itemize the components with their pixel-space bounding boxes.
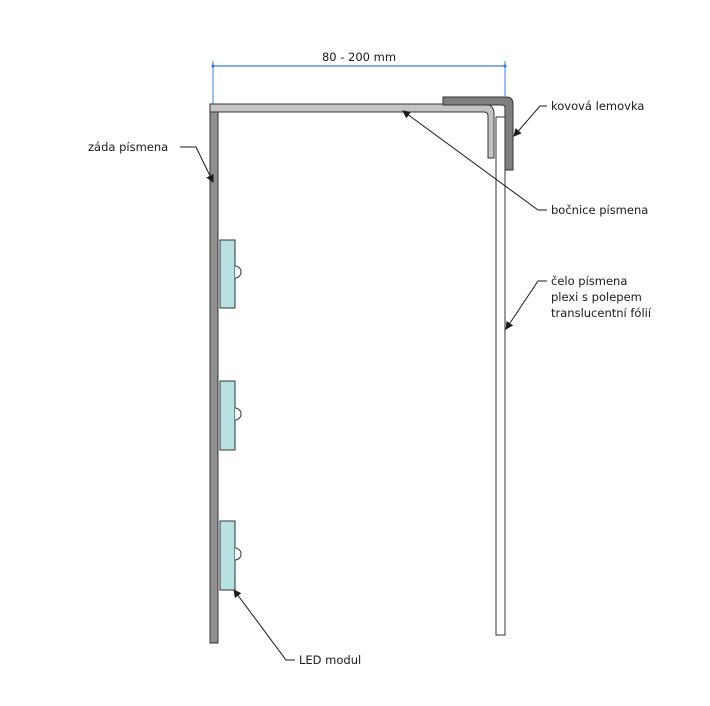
leader-back-panel <box>180 146 214 183</box>
led-module <box>219 520 242 591</box>
leader-lines <box>180 105 547 661</box>
led-diode-icon <box>234 547 242 561</box>
label-back-panel: záda písmena <box>88 140 168 154</box>
led-module <box>219 380 242 451</box>
label-metal-trim: kovová lemovka <box>551 99 644 113</box>
led-diode-icon <box>234 407 242 421</box>
leader-led-module <box>233 589 295 661</box>
back-panel <box>209 105 219 644</box>
led-module-body <box>219 520 236 591</box>
led-diode-icon <box>234 265 242 279</box>
led-module <box>219 239 242 309</box>
label-face-panel-line1: čelo písmena <box>551 274 627 288</box>
label-side-panel: bočnice písmena <box>551 203 648 217</box>
side-panel <box>209 103 495 159</box>
dimension-annotation: 80 - 200 mm <box>211 50 507 104</box>
leader-side-panel <box>402 110 547 211</box>
leader-face-panel <box>505 280 547 330</box>
dimension-label: 80 - 200 mm <box>322 50 396 64</box>
label-face-panel-line2: plexi s polepem <box>551 290 642 304</box>
face-panel <box>495 116 506 636</box>
label-face-panel-line3: translucentní fólií <box>551 306 652 320</box>
leader-metal-trim <box>513 105 547 137</box>
label-led-module: LED modul <box>299 653 361 667</box>
led-module-body <box>219 239 236 309</box>
led-module-body <box>219 380 236 451</box>
